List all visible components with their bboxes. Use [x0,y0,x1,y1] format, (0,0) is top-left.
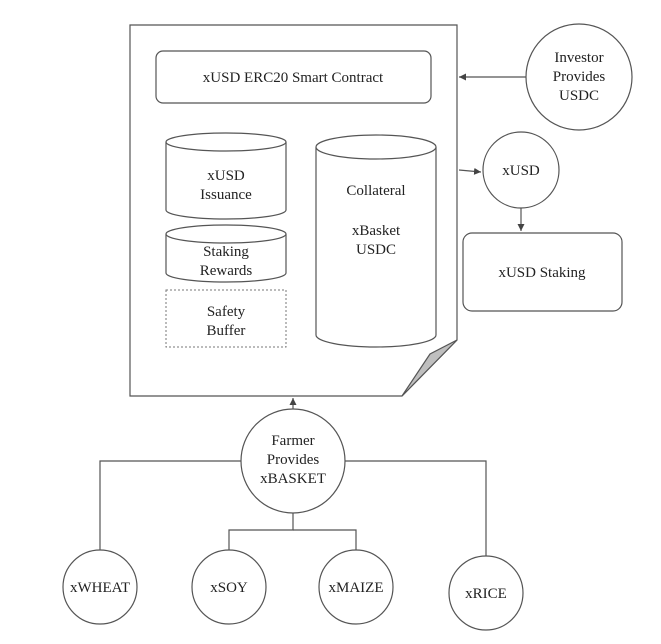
contract-box: xUSD ERC20 Smart Contract [155,50,432,104]
commodity-xwheat: xWHEAT [62,549,138,625]
staking-rewards-line2: Rewards [200,263,253,279]
collateral-line1: Collateral [346,183,405,199]
safety-buffer-line2: Buffer [207,323,246,339]
investor-line2: Provides [553,69,606,85]
commodity-xrice: xRICE [448,555,524,631]
investor-node: Investor Provides USDC [525,23,633,131]
xusd-staking-box: xUSD Staking [462,232,623,312]
commodity-xsoy: xSOY [191,549,267,625]
safety-buffer-line1: Safety [207,304,246,320]
investor-line1: Investor [554,50,603,66]
issuance-line1: xUSD [207,168,245,184]
issuance-line2: Issuance [200,187,252,203]
xusd-staking-label: xUSD Staking [498,265,586,281]
xsoy-label: xSOY [210,580,248,596]
commodity-connectors [99,460,487,556]
farmer-node: Farmer Provides xBASKET [240,408,346,514]
xrice-label: xRICE [465,586,507,602]
collateral-line3: USDC [356,242,396,258]
collateral-cylinder: Collateral xBasket USDC [315,134,437,348]
farmer-line3: xBASKET [260,471,326,487]
xwheat-label: xWHEAT [70,580,130,596]
contract-to-xusd-arrow [458,167,482,175]
issuance-cylinder: xUSD Issuance [165,132,287,220]
xusd-token-label: xUSD [502,163,540,179]
investor-line3: USDC [559,88,599,104]
commodity-xmaize: xMAIZE [318,549,394,625]
page-fold [401,339,458,397]
xmaize-label: xMAIZE [329,580,384,596]
xusd-token-node: xUSD [482,131,560,209]
staking-rewards-line1: Staking [203,244,249,260]
farmer-line2: Provides [267,452,320,468]
farmer-line1: Farmer [271,433,314,449]
collateral-line2: xBasket [352,223,401,239]
contract-label: xUSD ERC20 Smart Contract [203,70,384,86]
safety-buffer-box: Safety Buffer [165,289,287,348]
staking-rewards-cylinder: Staking Rewards [165,224,287,283]
